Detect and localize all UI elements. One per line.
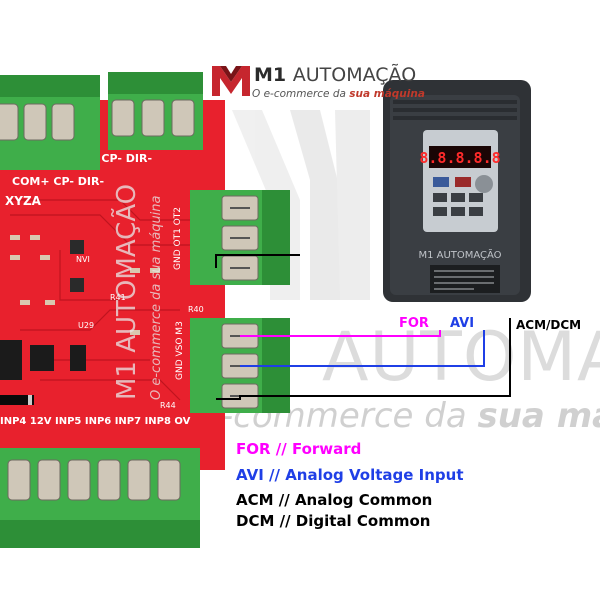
brand-name-bold: M1 <box>254 64 287 86</box>
legend-abbr: FOR <box>236 440 271 458</box>
component-label-r40: R40 <box>188 305 204 314</box>
watermark-vertical: M1 AUTOMAÇÃO O e-commerce da sua máquina <box>110 184 164 400</box>
watermark-big-text: AUTOMAÇÃO <box>322 318 600 397</box>
board-analog-label: GND VSO M3 <box>175 321 185 380</box>
wire-label-acm-dcm: ACM/DCM <box>516 318 582 332</box>
wire-acm-dcm <box>216 318 511 400</box>
wire-avi <box>240 330 485 367</box>
legend-abbr: DCM <box>236 512 275 530</box>
chip-transistor <box>70 240 84 254</box>
chip-transistor <box>70 278 84 292</box>
board-bottom-label: INP4 12V INP5 INP6 INP7 INP8 OV <box>0 416 191 427</box>
legend-abbr: AVI <box>236 466 264 484</box>
brand-name-rest: AUTOMAÇÃO <box>292 64 417 86</box>
chip-ic <box>70 345 86 371</box>
wire-label-for: FOR <box>399 316 429 331</box>
legend-description: Analog Voltage Input <box>285 466 464 484</box>
wire-label-avi: AVI <box>450 316 475 331</box>
watermark-tagline-bold: sua máquina <box>477 396 600 436</box>
brand-name: M1 AUTOMAÇÃO <box>254 64 416 86</box>
board-axis-label: XYZA <box>5 194 42 208</box>
legend-description: Analog Common <box>294 491 433 509</box>
chip-ic <box>0 340 22 380</box>
wire-ot-link <box>215 254 300 268</box>
svg-text:M1 AUTOMAÇÃO: M1 AUTOMAÇÃO <box>110 184 142 400</box>
vfd-display <box>429 146 491 168</box>
brand-tagline-bold: sua máquina <box>349 88 425 100</box>
terminal-block-outputs <box>190 190 290 285</box>
legend-separator: // <box>263 466 286 484</box>
brand-tagline: O e-commerce da sua máquina <box>252 88 425 100</box>
legend-separator: // <box>270 440 292 458</box>
legend-row-dcm: DCM // Digital Common <box>236 512 430 530</box>
m1-logo-icon <box>212 66 250 96</box>
vfd-knob <box>475 175 493 193</box>
legend-row-for: FOR // Forward <box>236 440 361 458</box>
svg-text:O e-commerce da sua máquina: O e-commerce da sua máquina <box>149 195 164 400</box>
terminal-block-bottom <box>0 448 200 548</box>
legend-separator: // <box>273 491 295 509</box>
wire-for <box>240 330 441 337</box>
legend-separator: // <box>274 512 296 530</box>
brand-tagline-prefix: O e-commerce da <box>252 88 346 100</box>
legend-description: Forward <box>291 440 362 458</box>
component-label-r41: R41 <box>110 293 126 302</box>
terminal-block-top <box>0 72 203 170</box>
component-label-nvi: NVI <box>76 255 90 264</box>
vfd-inverter: 8.8.8.8.8 M1 AUTOMAÇÃO <box>383 80 531 302</box>
legend-abbr: ACM <box>236 491 274 509</box>
legend-description: Digital Common <box>295 512 431 530</box>
legend-row-acm: ACM // Analog Common <box>236 491 432 509</box>
vfd-brand: M1 AUTOMAÇÃO <box>418 248 501 261</box>
board-top-label: COM+ CP- DIR- <box>12 175 104 188</box>
component-label-r44: R44 <box>160 401 176 410</box>
vfd-run-button <box>433 177 449 187</box>
brand-logo: M1 AUTOMAÇÃO O e-commerce da sua máquina <box>212 64 425 104</box>
component-label-u29: U29 <box>78 321 94 330</box>
legend-row-avi: AVI // Analog Voltage Input <box>236 466 464 484</box>
vfd-stop-button <box>455 177 471 187</box>
wires <box>215 254 511 400</box>
vfd-display-digits: 8.8.8.8.8 <box>419 149 500 167</box>
board-out-label: GND OT1 OT2 <box>173 207 183 270</box>
chip-ic <box>30 345 54 371</box>
